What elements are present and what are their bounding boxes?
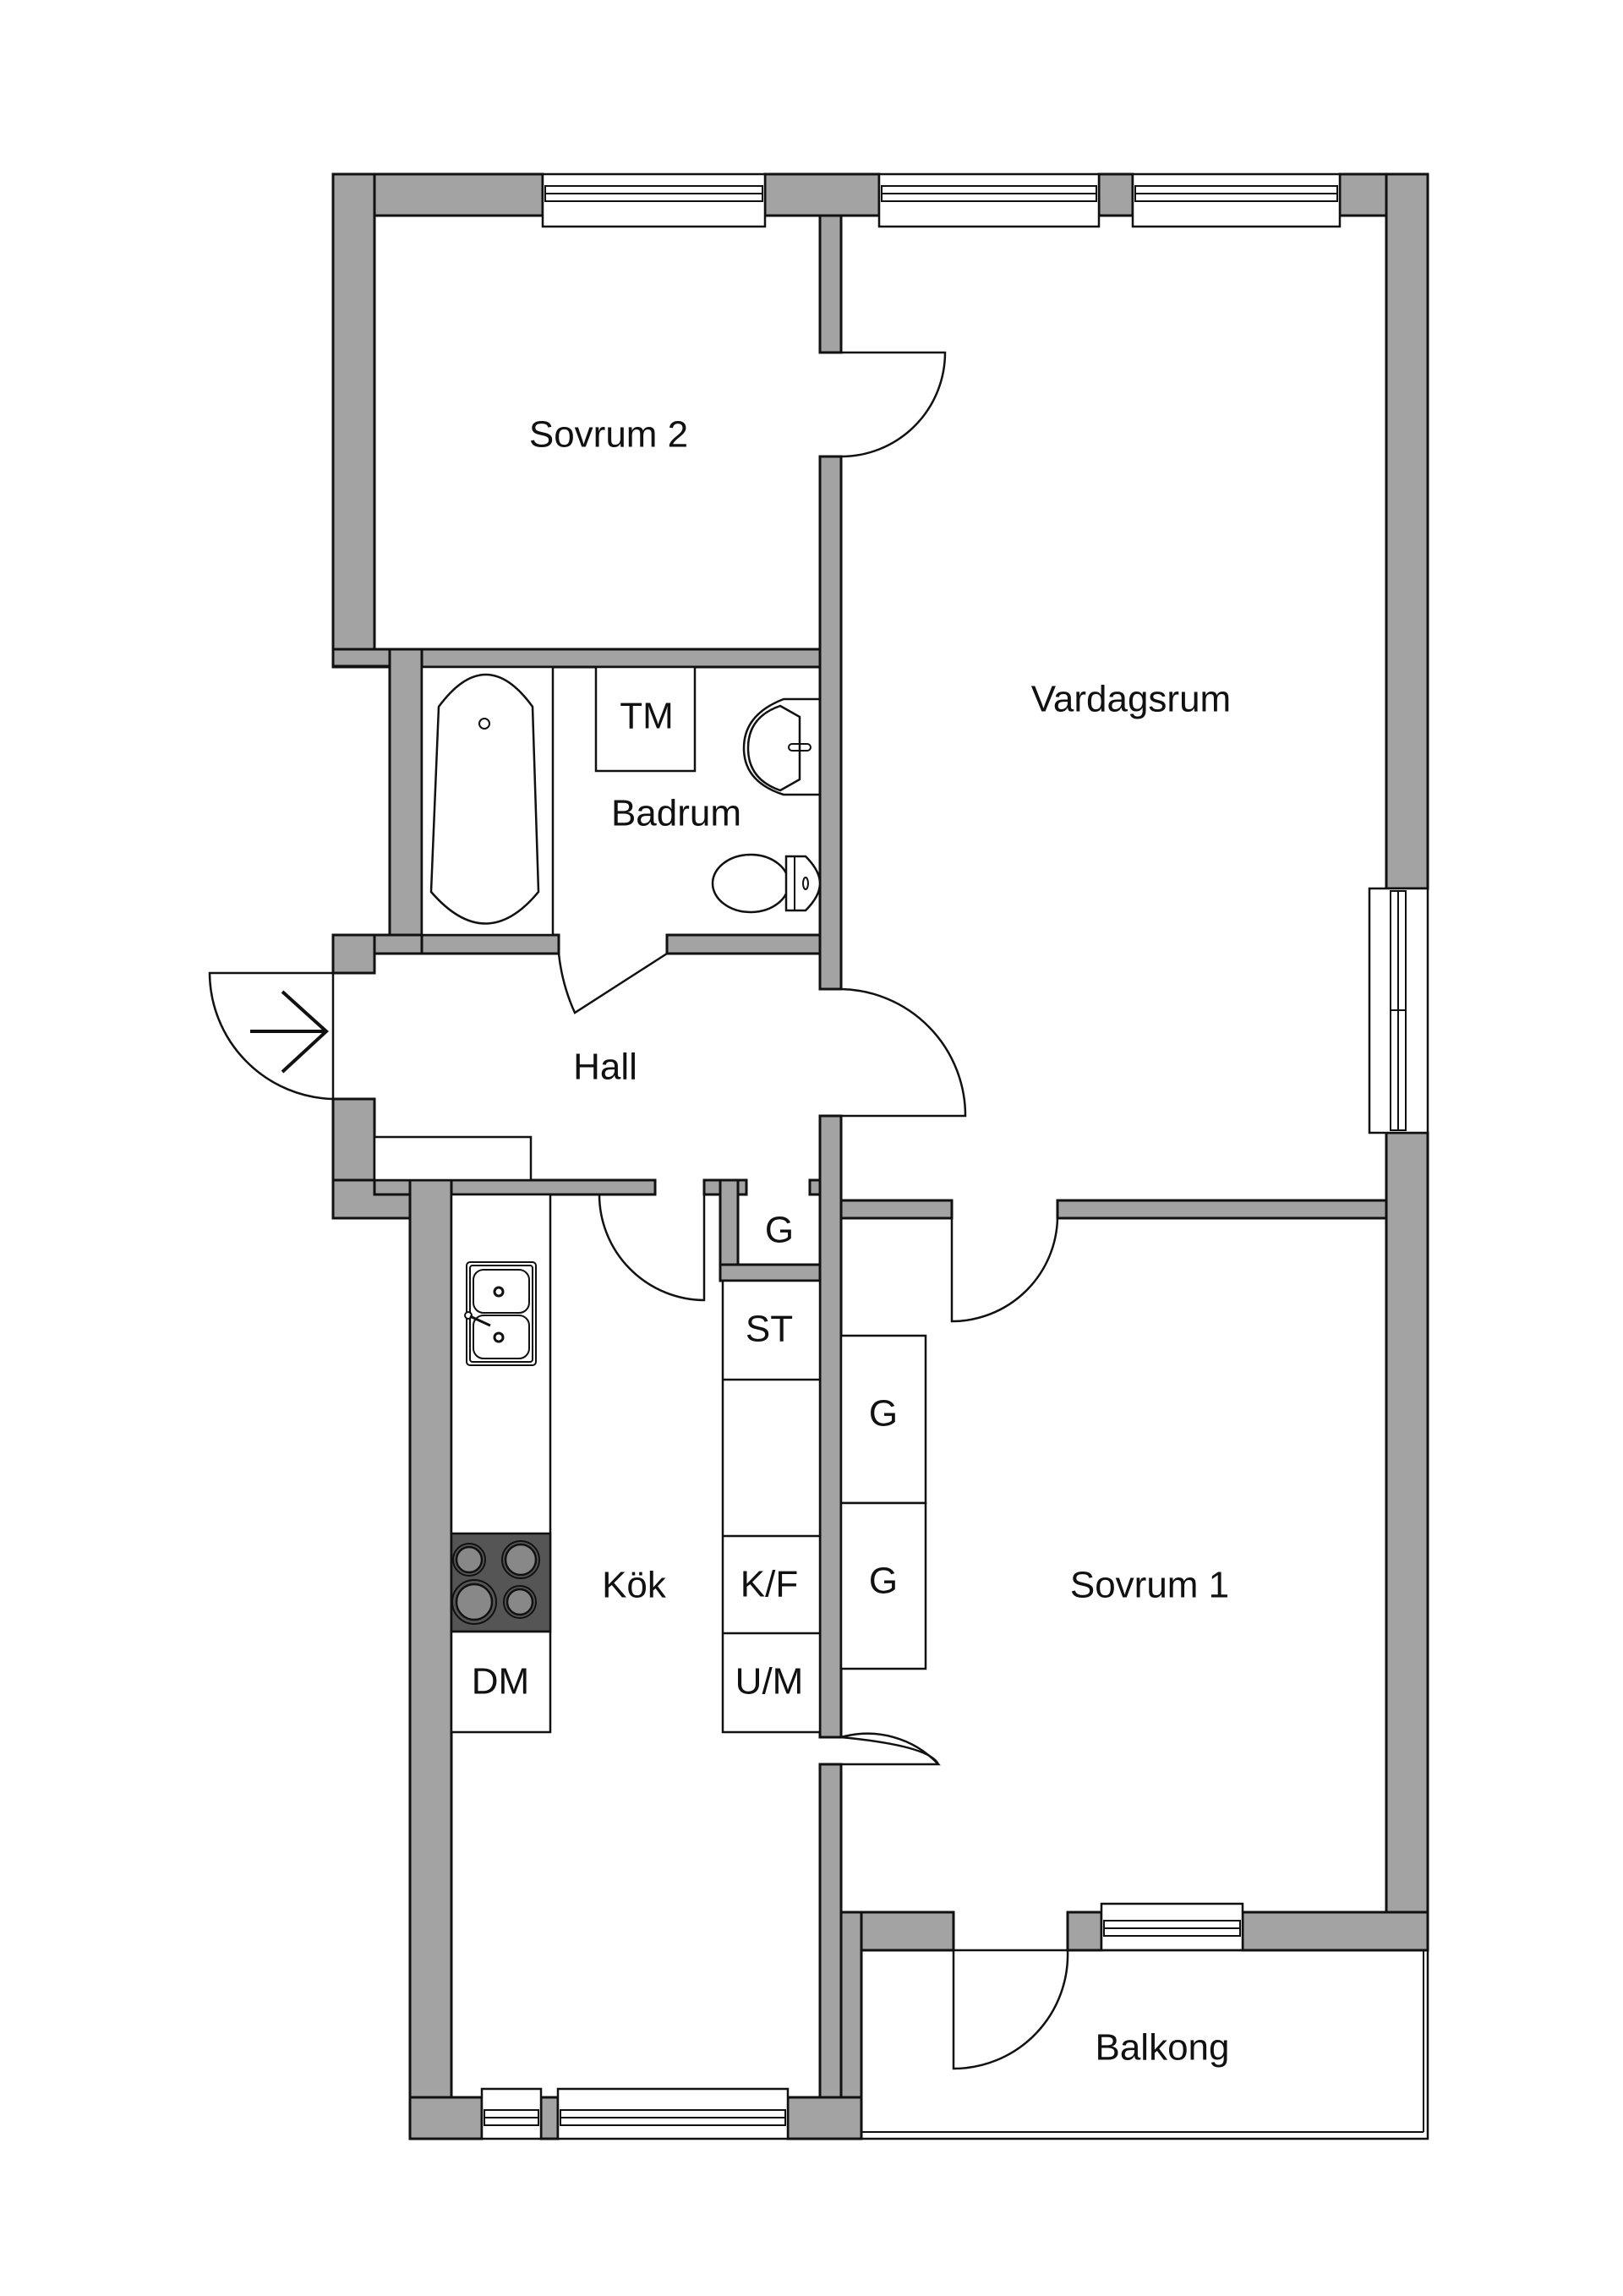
- wall-top-3: [1097, 172, 1134, 217]
- washbasin-icon: [742, 697, 820, 796]
- walls: [331, 172, 1429, 2140]
- wall-top-2: [763, 172, 881, 217]
- window-living-1: [877, 172, 1101, 228]
- hall-shelf: [373, 1135, 533, 1182]
- room-label-hall: Hall: [573, 1047, 637, 1088]
- wall-bath-bottom-right: [665, 933, 822, 955]
- fixture-label-st: ST: [746, 1309, 793, 1350]
- fixture-label-wardrobe-2: G: [869, 1561, 898, 1602]
- window-living-2: [1131, 172, 1342, 228]
- window-kitchen-small: [480, 2087, 543, 2140]
- wall-bed1-bottom-right: [1241, 1911, 1429, 1952]
- fixture-label-hall-wardrobe: G: [765, 1210, 794, 1251]
- room-label-badrum: Badrum: [611, 793, 741, 834]
- bathtub-icon: [429, 673, 540, 925]
- wardrobes-sovrum1: [839, 1334, 927, 1670]
- door-balkong[interactable]: [952, 1949, 1069, 2070]
- double-sink-icon: [464, 1261, 537, 1366]
- door-kok[interactable]: [598, 1194, 706, 1302]
- wall-closet-left: [719, 1178, 740, 1266]
- fixture-label-tm: TM: [620, 696, 674, 737]
- fixture-label-wardrobe-1: G: [869, 1393, 898, 1435]
- wall-bath-bottom-left: [420, 933, 560, 955]
- door-badrum[interactable]: [557, 952, 668, 1014]
- room-label-vardagsrum: Vardagsrum: [1031, 679, 1231, 720]
- balcony: [860, 1949, 1429, 2140]
- wall-center-bottom: [818, 1763, 843, 2140]
- doors: [208, 351, 1069, 2070]
- wall-kitchen-left: [408, 1178, 453, 2140]
- toilet-icon: [711, 853, 822, 914]
- wall-closet-top-right: [808, 1178, 822, 1196]
- fixture-label-kf: K/F: [740, 1564, 798, 1605]
- door-sovrum2[interactable]: [840, 351, 947, 458]
- bathtub-enclosure: [420, 665, 555, 937]
- wall-center-lower: [818, 1114, 843, 1739]
- wall-kitchen-bottom-2: [539, 2096, 560, 2140]
- wall-living-bed1-right: [1056, 1199, 1388, 1220]
- fixture-label-dm: DM: [472, 1661, 529, 1703]
- room-label-balkong: Balkong: [1095, 2027, 1229, 2069]
- wall-center-mid: [818, 455, 843, 991]
- stove-hob-icon: [450, 1532, 552, 1633]
- kitchen-counter-left: [450, 1193, 552, 1734]
- wall-closet-bottom: [719, 1263, 822, 1282]
- door-vardagsrum[interactable]: [840, 987, 967, 1118]
- wall-center-top: [818, 214, 843, 354]
- window-living-right: [1368, 887, 1429, 1134]
- kitchen-counter-right: [721, 1279, 822, 1734]
- wall-kitchen-bottom-1: [408, 2096, 484, 2140]
- wall-left-sovrum2: [331, 172, 376, 669]
- wall-living-bed1-left: [839, 1199, 954, 1220]
- fixture-label-um: U/M: [735, 1661, 804, 1703]
- room-label-kok: Kök: [602, 1565, 667, 1606]
- room-label-sovrum2: Sovrum 2: [529, 414, 688, 456]
- wall-right-lower: [1385, 1131, 1429, 1916]
- wall-bath-left: [388, 648, 424, 955]
- tm-box: [594, 665, 697, 773]
- labels: Sovrum 2 Vardagsrum Badrum Hall Kök Sovr…: [472, 414, 1231, 2069]
- door-sovrum1[interactable]: [950, 1217, 1059, 1323]
- room-label-sovrum1: Sovrum 1: [1070, 1565, 1229, 1606]
- wall-left-junction: [331, 648, 391, 668]
- entrance-arrow-icon: [250, 990, 329, 1074]
- door-entrance[interactable]: [208, 971, 374, 1101]
- bathroom-fixtures: [420, 665, 822, 937]
- wall-bed1-bottom-mid: [1066, 1911, 1103, 1952]
- wall-kitchen-bottom-3: [786, 2096, 863, 2140]
- window-sovrum1: [1100, 1902, 1244, 1952]
- window-sovrum2: [541, 172, 767, 228]
- window-kitchen-large: [556, 2087, 790, 2140]
- windows: [480, 172, 1429, 2140]
- wall-entrance-top: [331, 933, 376, 975]
- wall-right-upper: [1385, 172, 1429, 890]
